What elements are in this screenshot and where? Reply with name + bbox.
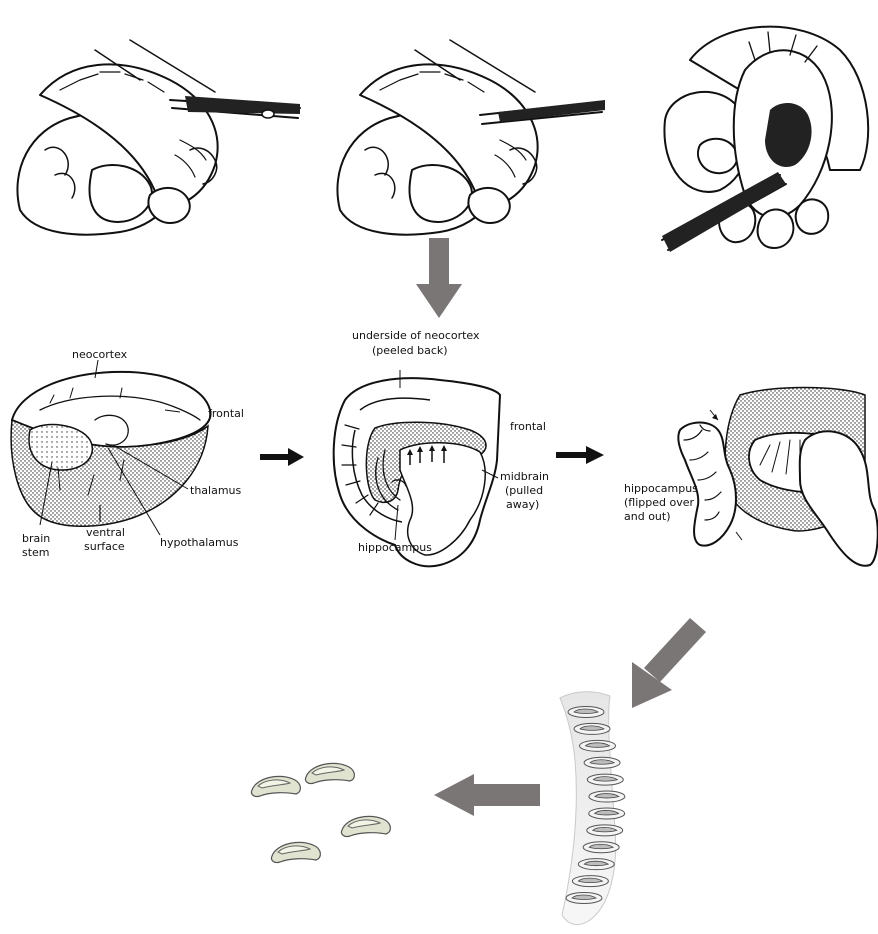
- dissection-step-1: [17, 40, 300, 235]
- label-underside: underside of neocortex: [352, 329, 480, 342]
- slice-section: [587, 774, 623, 785]
- slice-2: [305, 763, 354, 783]
- slice-section: [574, 723, 610, 734]
- label-hippocampus-mid: hippocampus: [358, 541, 432, 554]
- label-away: away): [506, 498, 539, 511]
- label-ventral: ventral: [86, 526, 125, 539]
- label-frontal-mid: frontal: [510, 420, 546, 433]
- slice-section: [580, 740, 616, 751]
- label-stem: stem: [22, 546, 50, 559]
- label-frontal-left: frontal: [208, 407, 244, 420]
- slice-1: [251, 776, 300, 796]
- label-flipped-over: (flipped over: [624, 496, 694, 509]
- slice-section: [584, 757, 620, 768]
- label-and-out: and out): [624, 510, 671, 523]
- slice-3: [341, 816, 390, 836]
- slice-section: [589, 808, 625, 819]
- separated-slices: [251, 763, 390, 862]
- arrow-down: [416, 238, 462, 318]
- arrow-right-2: [556, 446, 604, 464]
- slice-section: [568, 707, 604, 718]
- slice-section: [583, 842, 619, 853]
- slice-4: [271, 842, 320, 862]
- label-hypothalamus: hypothalamus: [160, 536, 239, 549]
- arrow-diagonal: [632, 618, 706, 708]
- label-surface: surface: [84, 540, 125, 553]
- slice-section: [587, 825, 623, 836]
- label-brain: brain: [22, 532, 50, 545]
- brain-hippocampus-flipped: [678, 388, 877, 566]
- slice-section: [589, 791, 625, 802]
- label-hippocampus-right: hippocampus: [624, 482, 698, 495]
- sliced-hippocampus: [560, 692, 625, 925]
- slice-section: [578, 859, 614, 870]
- arrow-right-1: [260, 448, 304, 466]
- label-pulled: (pulled: [505, 484, 543, 497]
- dissection-step-3: [662, 27, 868, 252]
- dissection-step-2: [337, 40, 605, 235]
- label-thalamus: thalamus: [190, 484, 242, 497]
- slice-section: [572, 876, 608, 887]
- label-midbrain: midbrain: [500, 470, 549, 483]
- slice-section: [566, 893, 602, 904]
- brain-peeled: [334, 370, 500, 566]
- brain-intact: [11, 360, 210, 535]
- arrow-left: [434, 774, 540, 816]
- label-neocortex: neocortex: [72, 348, 128, 361]
- label-peeled-back: (peeled back): [372, 344, 448, 357]
